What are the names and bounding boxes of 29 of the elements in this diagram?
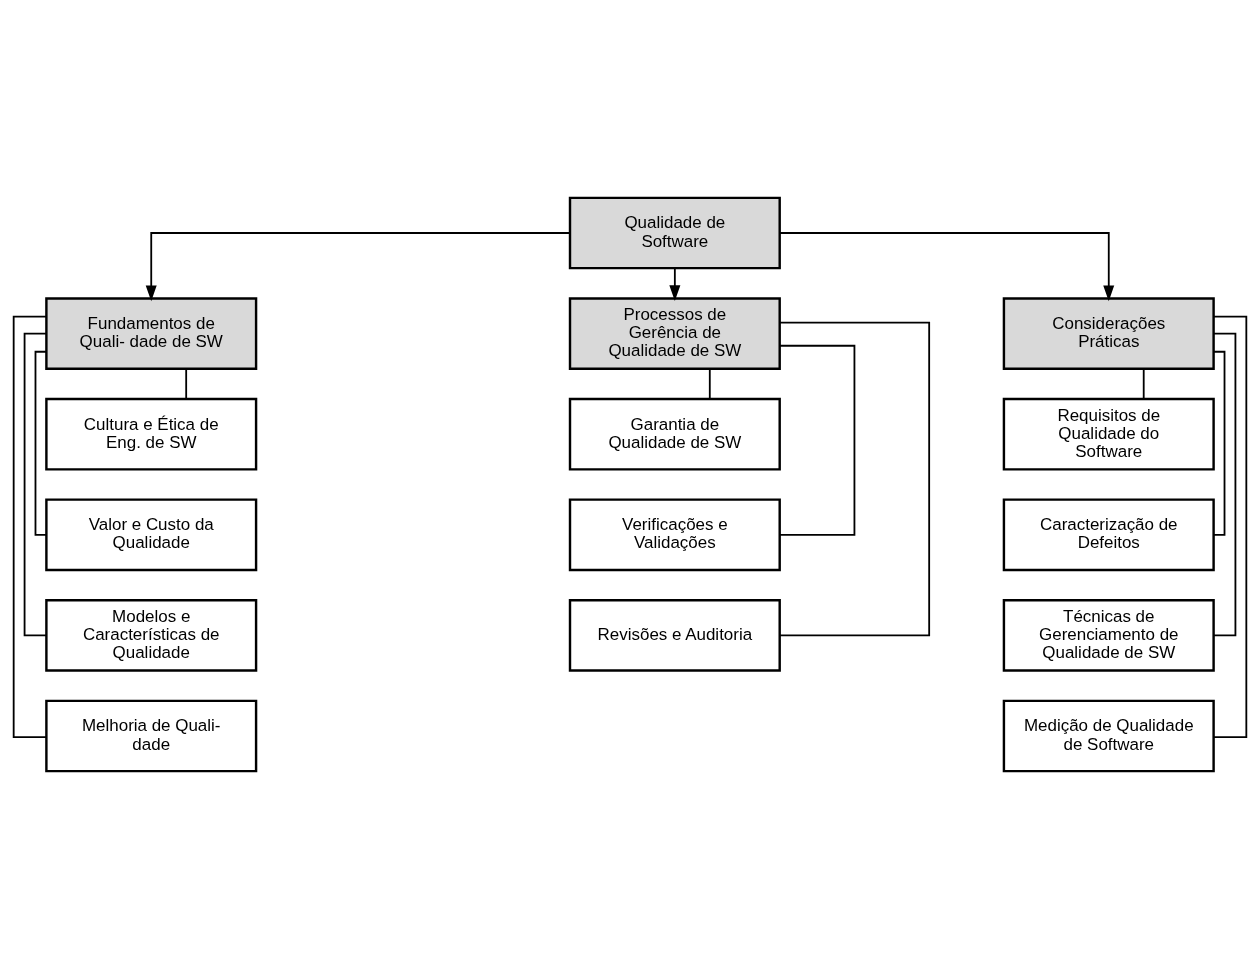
connector [1212, 350, 1226, 536]
node-box: Garantia de Qualidade de SW [568, 397, 781, 471]
node-box: Considerações Práticas [1002, 296, 1215, 370]
connector [185, 367, 188, 400]
node-box: Caracterização de Defeitos [1002, 497, 1215, 571]
node-box: Revisões e Auditoria [568, 598, 781, 672]
connector [34, 350, 48, 536]
node-box: Requisitos de Qualidade do Software [1002, 397, 1215, 471]
connector [1213, 332, 1237, 636]
connector [1142, 367, 1145, 400]
connector [12, 315, 48, 738]
connector [1212, 315, 1248, 738]
node-box: Qualidade de Software [568, 196, 781, 269]
arrow [145, 231, 571, 301]
node-box: Medição de Qualidade de Software [1002, 699, 1215, 772]
node-box: Melhoria de Quali- dade [45, 699, 258, 772]
arrow [778, 231, 1115, 301]
node-box: Modelos e Características de Qualidade [45, 598, 258, 672]
node-box: Técnicas de Gerenciamento de Qualidade de SW [1002, 598, 1215, 672]
connector [778, 344, 856, 536]
connector [778, 321, 931, 636]
node-box: Cultura e Ética de Eng. de SW [45, 397, 258, 471]
arrow [669, 266, 681, 301]
node-box: Fundamentos de Quali- dade de SW [45, 296, 258, 370]
node-box: Processos de Gerência de Qualidade de SW [568, 296, 781, 370]
node-box: Verificações e Validações [568, 497, 781, 571]
connector [708, 367, 711, 400]
connector [23, 332, 47, 636]
node-box: Valor e Custo da Qualidade [45, 497, 258, 571]
